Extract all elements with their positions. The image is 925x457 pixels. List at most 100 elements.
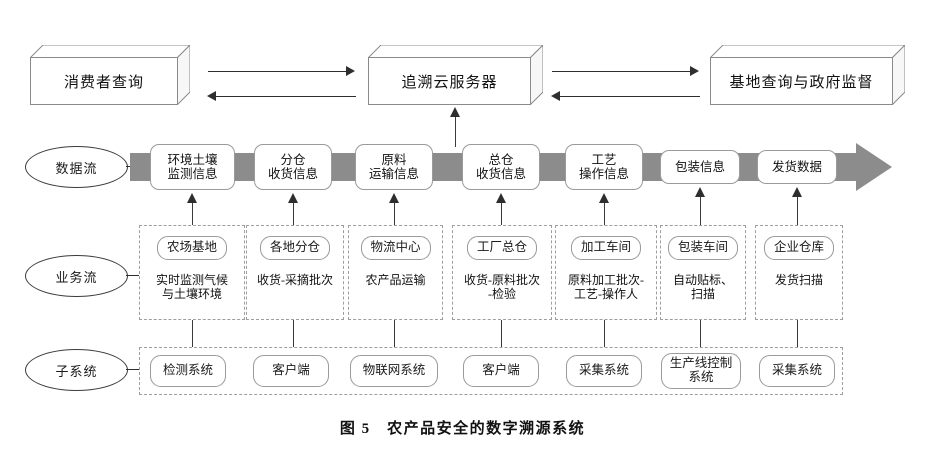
box-top-face bbox=[710, 45, 905, 58]
subsystem-node-text: 物联网系统 bbox=[362, 363, 426, 378]
data-node-line1: 环境土壤 bbox=[167, 153, 218, 167]
business-box-title: 农场基地 bbox=[156, 236, 228, 260]
box-top-face bbox=[30, 45, 190, 58]
business-box-title: 企业仓库 bbox=[763, 236, 835, 260]
business-box-6[interactable]: 企业仓库 发货扫描 bbox=[755, 225, 843, 320]
data-node-text: 总仓 收货信息 bbox=[476, 153, 526, 181]
connector-sub-line-1 bbox=[293, 320, 294, 348]
data-node-2[interactable]: 原料 运输信息 bbox=[355, 144, 433, 190]
top-box-label: 消费者查询 bbox=[63, 74, 144, 91]
business-box-desc-line1: 实时监测气候 bbox=[155, 273, 228, 287]
arrow-band-to-server-line bbox=[455, 117, 456, 147]
top-box-base-government: 基地查询与政府监督 bbox=[710, 45, 905, 105]
business-box-title-text: 工厂总仓 bbox=[476, 240, 528, 254]
data-node-text: 包装信息 bbox=[674, 160, 725, 174]
business-box-desc-line2: 扫描 bbox=[690, 286, 715, 301]
business-box-title-text: 企业仓库 bbox=[773, 240, 825, 254]
business-box-title: 各地分仓 bbox=[259, 236, 331, 260]
data-node-text: 环境土壤 监测信息 bbox=[167, 153, 217, 181]
businessflow-label-connector bbox=[126, 275, 148, 276]
row-label-business-flow: 业务流 bbox=[25, 255, 128, 297]
data-node-3[interactable]: 总仓 收货信息 bbox=[462, 144, 540, 190]
subsystem-node-text: 客户端 bbox=[272, 363, 310, 378]
business-box-desc-line1: 收货-采摘批次 bbox=[257, 273, 333, 287]
figure-caption: 图 5 农产品安全的数字溯源系统 bbox=[339, 421, 586, 437]
subsystem-node-1[interactable]: 客户端 bbox=[253, 355, 329, 387]
arrow-consumer-to-server-head bbox=[346, 66, 355, 76]
data-node-0[interactable]: 环境土壤 监测信息 bbox=[150, 144, 235, 190]
connector-sub-line-6 bbox=[797, 320, 798, 348]
business-box-3[interactable]: 工厂总仓 收货-原料批次 -检验 bbox=[452, 225, 552, 320]
connector-sub-line-4 bbox=[604, 320, 605, 348]
connector-up-head-3 bbox=[496, 193, 506, 203]
business-box-title-text: 物流中心 bbox=[370, 240, 421, 254]
business-box-desc-line1: 自动贴标、 bbox=[672, 273, 733, 287]
connector-sub-line-3 bbox=[501, 320, 502, 348]
business-box-title: 加工车间 bbox=[570, 236, 642, 260]
data-node-line2: 收货信息 bbox=[475, 167, 526, 181]
business-box-0[interactable]: 农场基地 实时监测气候 与土壤环境 bbox=[139, 225, 245, 320]
connector-up-line-4 bbox=[604, 203, 605, 225]
business-box-title-text: 加工车间 bbox=[580, 240, 632, 254]
connector-sub-line-5 bbox=[700, 320, 701, 348]
box-front-face: 基地查询与政府监督 bbox=[710, 57, 893, 105]
connector-up-line-2 bbox=[394, 203, 395, 225]
connector-up-line-6 bbox=[797, 197, 798, 225]
subsystem-node-5[interactable]: 生产线控制 系统 bbox=[661, 353, 741, 389]
subsystem-node-4[interactable]: 采集系统 bbox=[566, 355, 642, 387]
subsystem-node-2[interactable]: 物联网系统 bbox=[350, 355, 438, 387]
subsystem-node-text: 检测系统 bbox=[162, 363, 213, 378]
business-box-desc-line1: 原料加工批次- bbox=[568, 273, 644, 287]
box-front-face: 消费者查询 bbox=[30, 57, 178, 105]
data-node-6[interactable]: 发货数据 bbox=[757, 150, 837, 184]
subsystem-node-3[interactable]: 客户端 bbox=[463, 355, 539, 387]
row-label-subsystem: 子系统 bbox=[25, 349, 128, 391]
top-box-cloud-server: 追溯云服务器 bbox=[368, 45, 543, 105]
business-box-desc: 收货-采摘批次 bbox=[250, 273, 340, 288]
data-node-line2: 操作信息 bbox=[578, 167, 629, 181]
data-node-text: 发货数据 bbox=[771, 160, 822, 174]
subsystem-node-0[interactable]: 检测系统 bbox=[150, 355, 226, 387]
connector-up-line-3 bbox=[501, 203, 502, 225]
arrow-base-to-server-line bbox=[560, 96, 700, 97]
row-label-text: 业务流 bbox=[55, 269, 98, 285]
subsystem-label-connector bbox=[126, 369, 148, 370]
business-box-desc: 实时监测气候 与土壤环境 bbox=[143, 273, 241, 302]
business-box-desc: 发货扫描 bbox=[759, 273, 839, 288]
business-box-1[interactable]: 各地分仓 收货-采摘批次 bbox=[246, 225, 344, 320]
connector-sub-line-0 bbox=[192, 320, 193, 348]
data-node-4[interactable]: 工艺 操作信息 bbox=[565, 144, 643, 190]
arrow-server-to-consumer-head bbox=[207, 91, 216, 101]
row-label-data-flow: 数据流 bbox=[25, 146, 128, 188]
business-box-2[interactable]: 物流中心 农产品运输 bbox=[348, 225, 443, 320]
row-label-text: 子系统 bbox=[55, 363, 98, 379]
business-box-desc-line1: 收货-原料批次 bbox=[464, 273, 540, 287]
subsystem-node-text: 采集系统 bbox=[771, 363, 822, 378]
box-side-face bbox=[530, 45, 543, 105]
data-flow-band-arrowhead bbox=[856, 143, 892, 191]
subsystem-node-6[interactable]: 采集系统 bbox=[759, 355, 835, 387]
business-box-desc-line1: 农产品运输 bbox=[365, 273, 426, 287]
subsystem-node-text: 客户端 bbox=[482, 363, 520, 378]
top-box-label: 基地查询与政府监督 bbox=[729, 74, 874, 91]
arrow-base-to-server-head bbox=[551, 91, 560, 101]
data-node-text: 工艺 操作信息 bbox=[579, 153, 629, 181]
data-node-text: 原料 运输信息 bbox=[369, 153, 419, 181]
business-box-desc: 自动贴标、 扫描 bbox=[664, 273, 742, 302]
business-box-desc: 原料加工批次- 工艺-操作人 bbox=[559, 273, 653, 302]
business-box-title-text: 包装车间 bbox=[677, 240, 729, 254]
data-node-5[interactable]: 包装信息 bbox=[660, 150, 740, 184]
data-node-line1: 工艺 bbox=[591, 153, 617, 167]
subsystem-node-line2: 系统 bbox=[688, 370, 714, 384]
top-box-label: 追溯云服务器 bbox=[401, 74, 498, 91]
business-box-title-text: 农场基地 bbox=[166, 240, 218, 254]
row-label-text: 数据流 bbox=[55, 160, 98, 176]
data-node-line2: 运输信息 bbox=[368, 167, 419, 181]
box-front-face: 追溯云服务器 bbox=[368, 57, 531, 105]
data-node-line1: 总仓 bbox=[488, 153, 514, 167]
data-node-1[interactable]: 分仓 收货信息 bbox=[254, 144, 332, 190]
box-top-face bbox=[368, 45, 543, 58]
business-box-4[interactable]: 加工车间 原料加工批次- 工艺-操作人 bbox=[555, 225, 657, 320]
business-box-5[interactable]: 包装车间 自动贴标、 扫描 bbox=[660, 225, 746, 320]
